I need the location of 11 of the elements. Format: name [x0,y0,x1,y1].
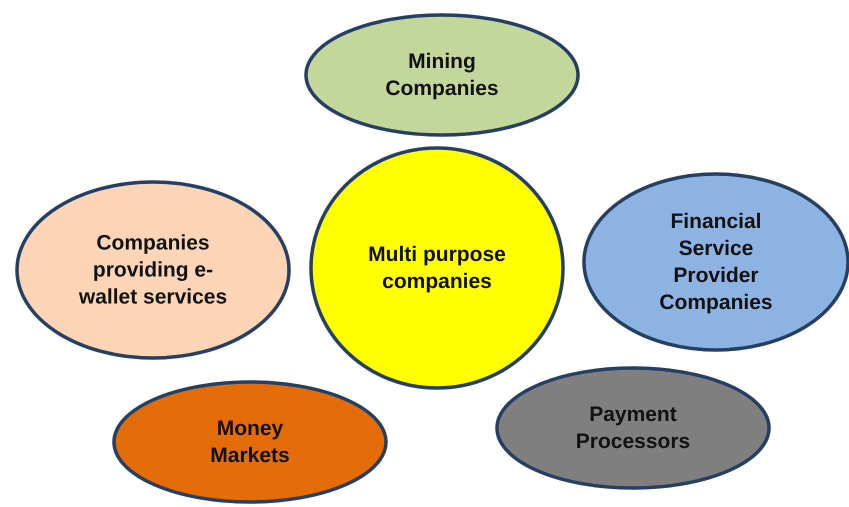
ellipse-node [112,380,388,504]
ellipse-node [495,366,771,490]
node-label: Companies providing e-wallet services [78,230,228,310]
node-label: Money Markets [209,416,291,469]
ellipse-node [309,146,565,390]
ellipse-node [304,13,580,137]
node-label: Payment Processors [574,402,692,455]
node-label: Multi purpose companies [367,242,507,295]
ellipse-node [15,180,291,360]
node-label: Financial Service Provider Companies [658,209,774,316]
node-label: Mining Companies [384,49,500,102]
